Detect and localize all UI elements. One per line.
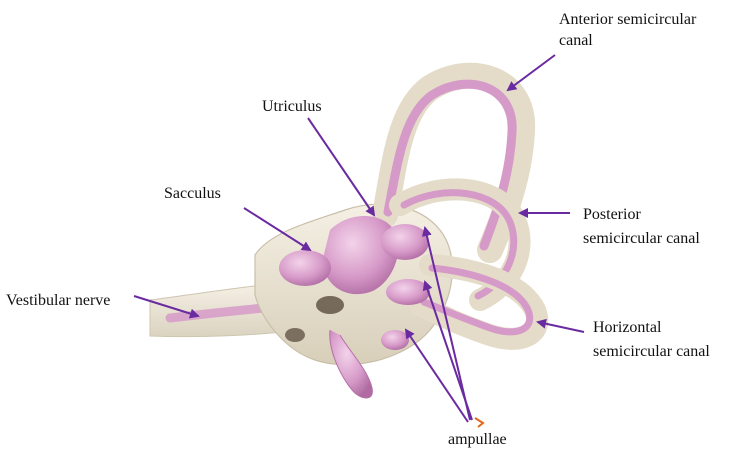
label-posterior-line1: Posterior — [583, 204, 641, 225]
label-anterior-line1: Anterior semicircular — [559, 9, 696, 30]
arrow-ampulla-2 — [425, 282, 472, 420]
label-utriculus: Utriculus — [262, 96, 322, 117]
oval-opening — [316, 296, 344, 314]
ampulla-horizontal — [386, 279, 430, 305]
ampulla-posterior — [381, 330, 409, 350]
ampulla-anterior — [381, 224, 429, 260]
round-opening — [285, 328, 305, 342]
label-vestibular-nerve: Vestibular nerve — [6, 290, 110, 311]
label-posterior-line2: semicircular canal — [583, 228, 700, 249]
label-horizontal-line2: semicircular canal — [593, 341, 710, 362]
label-ampullae: ampullae — [448, 429, 507, 450]
label-sacculus: Sacculus — [164, 183, 221, 204]
label-anterior-line2: canal — [559, 30, 593, 51]
label-horizontal-line1: Horizontal — [593, 317, 661, 338]
arrow-anterior — [508, 55, 555, 90]
sacculus-membrane — [279, 250, 331, 286]
arrow-utriculus — [308, 118, 374, 215]
small-mark — [475, 418, 483, 427]
